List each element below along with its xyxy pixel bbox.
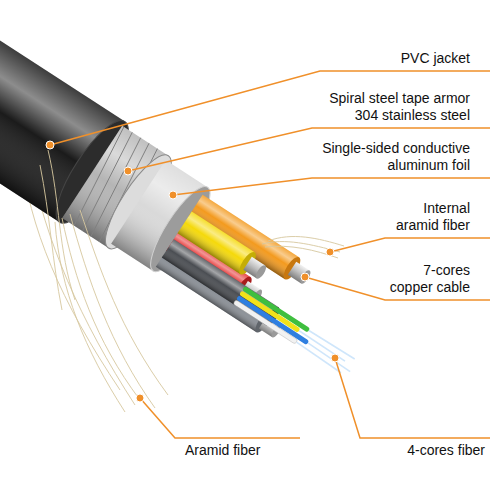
- aramid-strand: [55, 222, 125, 412]
- aramid-strand: [70, 214, 155, 408]
- fiber-tube: [236, 295, 309, 345]
- aramid-strand: [265, 246, 338, 258]
- leader-line: [173, 178, 490, 195]
- leader-dot: [124, 167, 132, 175]
- optical-fiber: [299, 331, 345, 361]
- leader-dot: [136, 394, 144, 402]
- optical-fiber: [296, 342, 342, 373]
- callout-label: 7-cores copper cable: [382, 262, 470, 296]
- callout-label: Spiral steel tape armor 304 stainless st…: [312, 90, 470, 124]
- aramid-fiber-strands: [40, 150, 168, 412]
- aramid-strand: [48, 150, 75, 300]
- leader-dot: [46, 141, 54, 149]
- callout-label: Single-sided conductive aluminum foil: [312, 140, 470, 174]
- leader-lines: [50, 71, 490, 438]
- internal-aramid-strands: [262, 237, 344, 258]
- aramid-strand: [40, 165, 62, 310]
- callout-label: Internal aramid fiber: [382, 200, 470, 234]
- leader-line: [50, 71, 490, 145]
- aramid-strand: [268, 237, 344, 246]
- leader-line: [140, 398, 300, 438]
- cable-body: [0, 29, 398, 399]
- callout-label: 4-cores fiber: [370, 442, 485, 459]
- leader-dot: [301, 273, 309, 281]
- leader-dot: [326, 248, 334, 256]
- optical-fiber: [307, 343, 350, 372]
- callout-label: PVC jacket: [320, 50, 470, 67]
- bare-optical-fibers: [292, 325, 357, 376]
- leader-line: [335, 358, 490, 438]
- strand-end: [298, 269, 312, 286]
- leader-dot: [331, 354, 339, 362]
- leader-line: [330, 238, 490, 252]
- fiber-tube: [233, 300, 298, 344]
- strand-end: [254, 264, 268, 281]
- leader-dots: [46, 141, 339, 402]
- leader-dot: [169, 191, 177, 199]
- callout-label: Aramid fiber: [185, 442, 300, 459]
- aramid-strand: [80, 210, 168, 395]
